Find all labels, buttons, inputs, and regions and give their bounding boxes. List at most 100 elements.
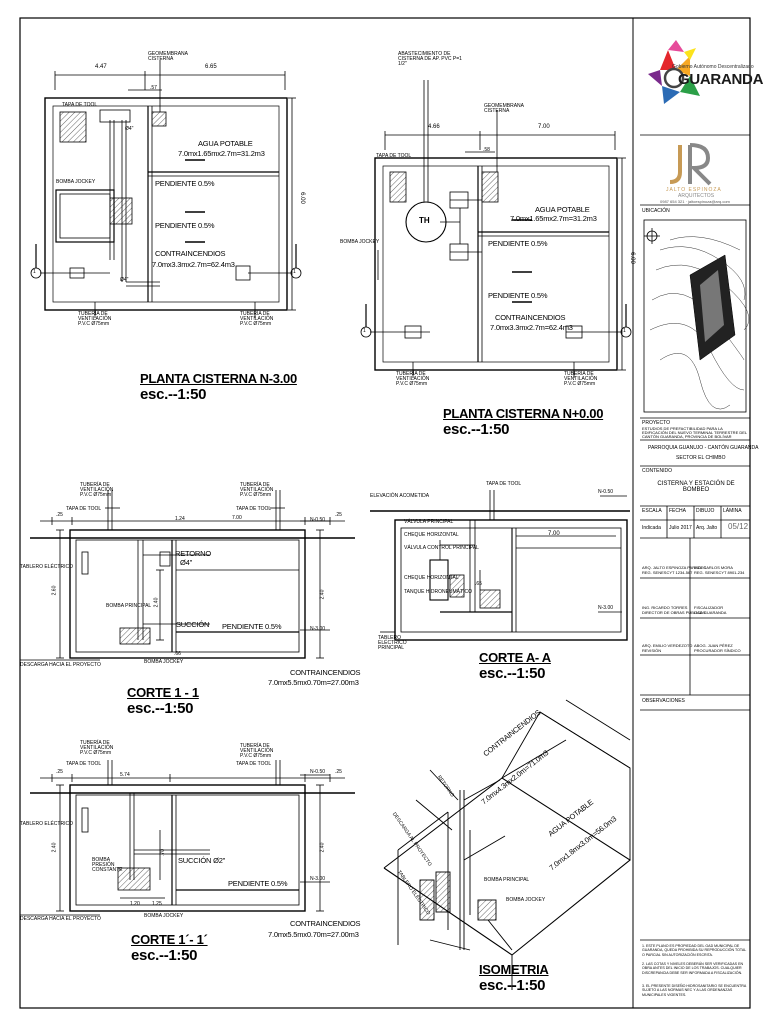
corte-11b-vent2-label: TUBERÍA DE VENTILACIÓN P.V.C Ø75mm [240, 743, 274, 759]
plan-n000-linework [360, 80, 632, 378]
corte-11-height-3: 2.40 [319, 589, 326, 600]
plan-n000-dim-height: 6.00 [628, 252, 635, 264]
logo-jalto-sub: ARQUITECTOS [678, 193, 715, 199]
proyecto-label: PROYECTO [642, 420, 670, 426]
plan-n000-tapa-label: TAPA DE TOOL [376, 153, 412, 159]
plan-n300-vent2-label: TUBERÍA DE VENTILACIÓN P.V.C Ø75mm [240, 311, 274, 327]
corte-11-pendiente-label: PENDIENTE 0.5% [222, 622, 282, 631]
logo-guaranda-name: GUARANDA [678, 71, 764, 88]
lamina-label: LÁMINA [723, 508, 742, 514]
firma6-sub: PROCURADOR SÍNDICO [694, 648, 741, 653]
corte-11-retorno-label: RETORNO [175, 549, 211, 558]
corte-11-title: CORTE 1 - 1 [127, 685, 199, 700]
corte-aa-scale: esc.--1:50 [479, 665, 546, 682]
plan-n000-room-agua: AGUA POTABLE [535, 205, 590, 214]
corte-11-height-2: 2.40 [153, 597, 160, 608]
isometria-jockey-label: BOMBA JOCKEY [506, 897, 546, 903]
corte-11b-dim-6: .70 [159, 849, 166, 856]
plan-n300-dim-small: .57 [150, 85, 157, 91]
corte-11-level-top: N-0.50 [310, 517, 326, 523]
corte-11b-vent1-label: TUBERÍA DE VENTILACIÓN P.V.C Ø75mm [80, 740, 114, 756]
plan-n300-dim-right: 6.65 [205, 64, 217, 70]
plan-n000-vent2-label: TUBERÍA DE VENTILACIÓN P.V.C Ø75mm [564, 371, 598, 387]
plan-n000-geomembrana-label: GEOMEMBRANA CISTERNA [484, 103, 524, 114]
dibujo-label: DIBUJO [696, 508, 715, 514]
corte-aa-tapa-label: TAPA DE TOOL [486, 481, 522, 487]
plan-n300-dim-left: 4.47 [95, 64, 107, 70]
sector-text: SECTOR EL CHIMBO [676, 455, 726, 461]
corte-aa-label-cheque-1: CHEQUE HORIZONTAL [404, 532, 459, 538]
plan-n300-room-agua: AGUA POTABLE [198, 139, 253, 148]
plan-n000-scale: esc.--1:50 [443, 421, 510, 438]
corte-11b-dim-1: .25 [56, 769, 63, 775]
corte-11-tapa2-label: TAPA DE TOOL [236, 506, 272, 512]
plan-n000-dim-left: 4.66 [428, 124, 440, 130]
plan-n000-title: PLANTA CISTERNA N+0.00 [443, 406, 604, 421]
corte-11-tablero-label: TABLERO ELÉCTRICO [20, 564, 73, 570]
plan-n000-pendiente-1: PENDIENTE 0.5% [488, 239, 548, 248]
plan-n300-geomembrana-label: GEOMEMBRANA CISTERNA [148, 51, 188, 62]
plan-n300-section-marker-left: 1 [33, 269, 36, 275]
plan-n300-pendiente-1: PENDIENTE 0.5% [155, 179, 215, 188]
plan-n000-room-contra: CONTRAINCENDIOS [495, 313, 566, 322]
contenido-text: CISTERNA Y ESTACIÓN DE BOMBEO [657, 481, 735, 493]
isometria-title: ISOMETRIA [479, 962, 549, 977]
corte-11-dim-4: 1.24 [175, 516, 185, 522]
corte-aa-label-tanque: TANQUE HIDRONEUMÁTICO [404, 589, 472, 595]
firma5-sub: REVISIÓN [642, 648, 662, 653]
plan-n300-dim-height: 6.00 [298, 192, 305, 204]
corte-11b-dim-4: 1.20 [130, 901, 140, 907]
corte-aa-linework [370, 490, 630, 641]
logo-jalto-contact: 0987 654 321 · jaltoespinoza@arq.com [660, 199, 730, 204]
corte-11b-contra-vol: 7.0mx5.5mx0.70m=27.00m3 [268, 930, 359, 939]
corte-11-contra-vol: 7.0mx5.5mx0.70m=27.00m3 [268, 678, 359, 687]
plan-n300-pendiente-2: PENDIENTE 0.5% [155, 221, 215, 230]
corte-aa-label-control: VÁLVULA CONTROL PRINCIPAL [404, 545, 479, 551]
corte-11-vent2-label: TUBERÍA DE VENTILACIÓN P.V.C Ø75mm [240, 482, 274, 498]
corte-11b-tapa1-label: TAPA DE TOOL [66, 761, 102, 767]
escala-label: ESCALA [642, 508, 662, 514]
corte-11-linework [20, 490, 355, 661]
firma1-sub: REG. SENESCYT 1234-567 [642, 570, 693, 575]
firma2-sub: REG. SENESCYT 8901-234 [694, 570, 745, 575]
firma5-name: ARQ. EMILIO VERDEZOTO [642, 643, 693, 648]
firma6-name: ABOG. JUAN PÉREZ [694, 643, 733, 648]
corte-11b-level-bottom: N-3.00 [310, 876, 326, 882]
firma3-name: ING. RICARDO TORRES [642, 605, 688, 610]
corte-11b-dim-5: 1.25 [152, 901, 162, 907]
corte-11b-title: CORTE 1´- 1´ [131, 932, 208, 947]
corte-11b-height-1: 2.40 [51, 842, 58, 853]
corte-aa-label-cheque-2: CHEQUE HORIZONTAL [404, 575, 459, 581]
parroquia-text: PARROQUIA GUANUJO - CANTÓN GUARANDA [648, 445, 759, 451]
plan-n300-linework [30, 60, 302, 318]
plan-n300-section-marker-right: 1 [293, 269, 296, 275]
corte-aa-label-valvula: VÁLVULA PRINCIPAL [404, 519, 454, 525]
corte-11b-succion-label: SUCCIÓN Ø2" [178, 856, 226, 865]
plan-n000-room-contra-vol: 7.0mx3.3mx2.7m=62.4m3 [490, 323, 573, 332]
nota-1: 1. ESTE PLANO ES PROPIEDAD DEL GAD MUNIC… [642, 944, 747, 957]
corte-11-dim-2: 7.00 [232, 515, 242, 521]
corte-11b-pendiente-label: PENDIENTE 0.5% [228, 879, 288, 888]
corte-11-tapa1-label: TAPA DE TOOL [66, 506, 102, 512]
dibujo-value: Arq. Jalto [696, 525, 718, 531]
plan-n300-room-contra-vol: 7.0mx3.3mx2.7m=62.4m3 [152, 260, 235, 269]
plan-n300-room-agua-vol: 7.0mx1.65mx2.7m=31.2m3 [178, 149, 265, 158]
plan-n300-diam2-label: Ø4" [120, 277, 129, 283]
escala-value: Indicada [642, 525, 661, 531]
plan-n000-vent1-label: TUBERÍA DE VENTILACIÓN P.V.C Ø75mm [396, 371, 430, 387]
guaranda-logo-mark [648, 40, 700, 104]
corte-11-retorno-diam: Ø4" [180, 558, 193, 567]
plan-n000-section-marker-left: 1 [363, 328, 366, 334]
firma3-sub: DIRECTOR DE OBRAS PÚBLICAS [642, 610, 706, 615]
jalto-logo-mark [669, 143, 712, 186]
corte-11-dim-5: .66 [174, 651, 181, 657]
firma4-sub: GAD GUARANDA [694, 610, 727, 615]
plan-n300-title: PLANTA CISTERNA N-3.00 [140, 371, 297, 386]
lamina-value: 05/12 [728, 522, 749, 531]
isometria-bomba-label: BOMBA PRINCIPAL [484, 877, 530, 883]
proyecto-text: ESTUDIOS DE PREFACTIBILIDAD PARA LA EDIF… [642, 426, 747, 439]
plan-n000-room-agua-vol: 7.0mx1.65mx2.7m=31.2m3 [510, 214, 597, 223]
plan-n300-room-contra: CONTRAINCENDIOS [155, 249, 226, 258]
